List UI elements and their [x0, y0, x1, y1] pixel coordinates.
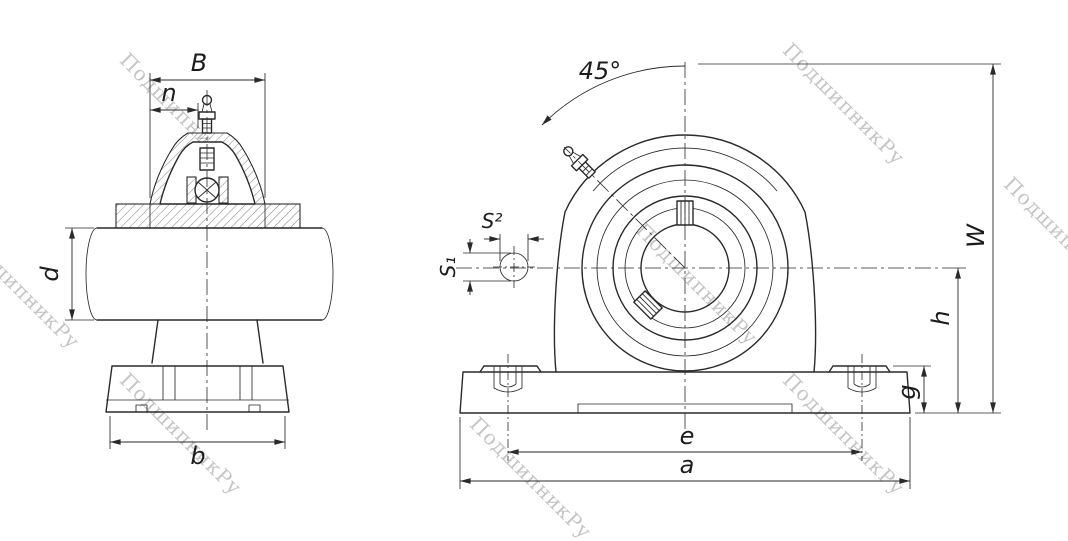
dim-e: e	[507, 354, 863, 461]
dim-h: h	[927, 267, 966, 413]
dim-angle-45: 45°	[541, 57, 686, 126]
seat-edges	[149, 204, 266, 228]
dim-label-n: n	[161, 79, 176, 107]
side-view	[85, 90, 334, 434]
dim-label-b: b	[190, 442, 205, 470]
dim-b: b	[109, 416, 286, 470]
dim-s1: S₁	[436, 239, 511, 295]
front-centerlines	[456, 62, 942, 434]
cap-cavity	[159, 141, 256, 205]
dim-label-s1: S₁	[436, 257, 460, 278]
dim-a: a	[459, 417, 911, 489]
dim-label-h: h	[927, 310, 955, 325]
side-hole-centerlines	[493, 246, 535, 288]
side-dimensions: B n d b	[36, 49, 286, 470]
base-side	[105, 365, 290, 413]
dim-s2: S²	[482, 209, 544, 261]
dim-n: n	[150, 79, 199, 128]
dim-label-d: d	[36, 266, 64, 282]
housing-seat-section	[115, 203, 301, 229]
dim-label-angle: 45°	[579, 57, 622, 85]
ball-cage-lines	[197, 181, 217, 199]
dim-W: W	[698, 63, 1001, 414]
dim-g: g	[893, 365, 931, 413]
housing-dome	[553, 134, 817, 373]
dim-label-W: W	[962, 223, 990, 248]
shaft	[85, 227, 334, 321]
dim-label-e: e	[680, 422, 695, 450]
bearing-race-right	[218, 176, 229, 204]
dim-label-B: B	[191, 49, 207, 77]
front-dimensions: 45° S² S₁ W h	[436, 57, 1001, 489]
pedestal-body	[151, 319, 264, 364]
dim-d: d	[36, 227, 94, 321]
dim-B: B	[149, 49, 266, 198]
dim-label-a: a	[680, 451, 695, 479]
front-view	[456, 62, 942, 434]
dim-label-g: g	[893, 384, 921, 399]
dim-label-s2: S²	[482, 209, 503, 233]
set-screw-45	[633, 290, 663, 320]
